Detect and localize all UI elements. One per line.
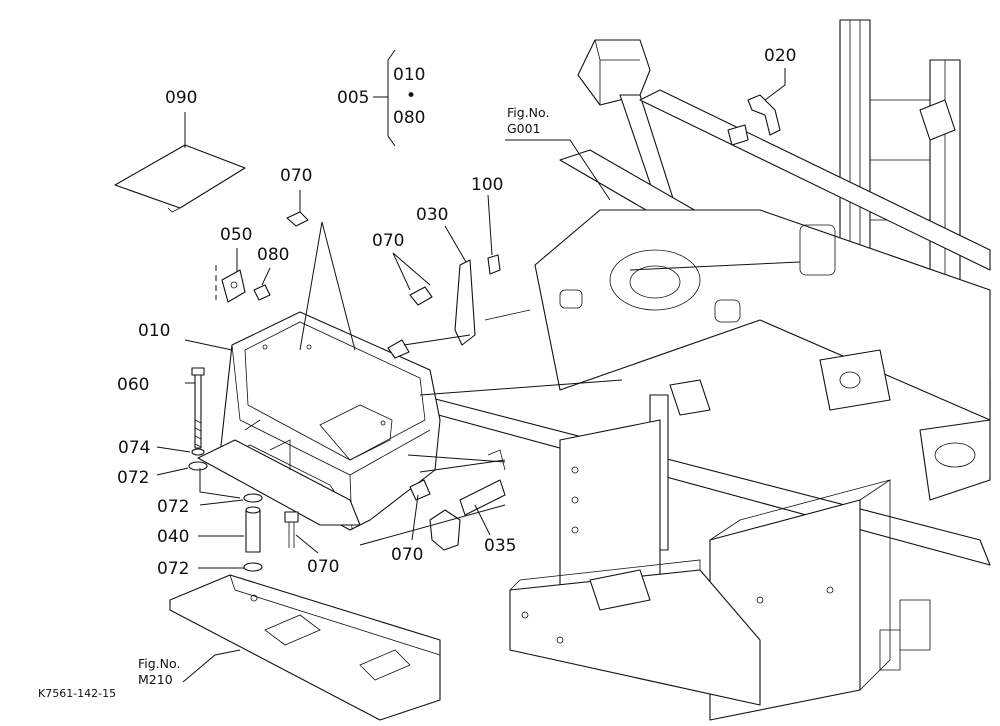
label-010-range: 010 [393, 65, 425, 85]
label-080-range: 080 [393, 108, 425, 128]
label-005: 005 [337, 88, 369, 108]
fig-ref-g001-title: Fig.No. [507, 105, 549, 120]
label-035: 035 [484, 536, 516, 556]
label-070-low: 070 [307, 557, 339, 577]
part-050-bracket [215, 265, 271, 303]
part-070-bolts [286, 211, 433, 501]
label-010: 010 [138, 321, 170, 341]
label-050: 050 [220, 225, 252, 245]
label-072-b: 072 [157, 497, 189, 517]
label-040: 040 [157, 527, 189, 547]
label-090: 090 [165, 88, 197, 108]
part-stack-060-040 [188, 367, 299, 572]
label-072-c: 072 [157, 559, 189, 579]
label-070-top: 070 [280, 166, 312, 186]
label-range-dot: • [406, 86, 416, 106]
vehicle-frame [419, 19, 991, 721]
part-010-battery-tray [197, 311, 441, 531]
leader-lines [156, 49, 801, 683]
fig-ref-g001-number: G001 [507, 121, 541, 136]
part-030-bracket [454, 254, 531, 346]
drawing-code: K7561-142-15 [38, 687, 116, 700]
label-070-mid: 070 [372, 231, 404, 251]
label-060: 060 [117, 375, 149, 395]
fig-ref-m210-number: M210 [138, 672, 173, 687]
part-020-clamp [727, 94, 781, 146]
label-072-a: 072 [117, 468, 149, 488]
label-074: 074 [118, 438, 150, 458]
label-070-right: 070 [391, 545, 423, 565]
callout-labels: 090 005 010 • 080 020 070 050 080 030 10… [38, 46, 796, 700]
label-100: 100 [471, 175, 503, 195]
label-080: 080 [257, 245, 289, 265]
part-090-sheet [114, 144, 246, 213]
bottom-panel [169, 574, 441, 721]
label-030: 030 [416, 205, 448, 225]
fig-ref-m210-title: Fig.No. [138, 656, 180, 671]
label-020: 020 [764, 46, 796, 66]
